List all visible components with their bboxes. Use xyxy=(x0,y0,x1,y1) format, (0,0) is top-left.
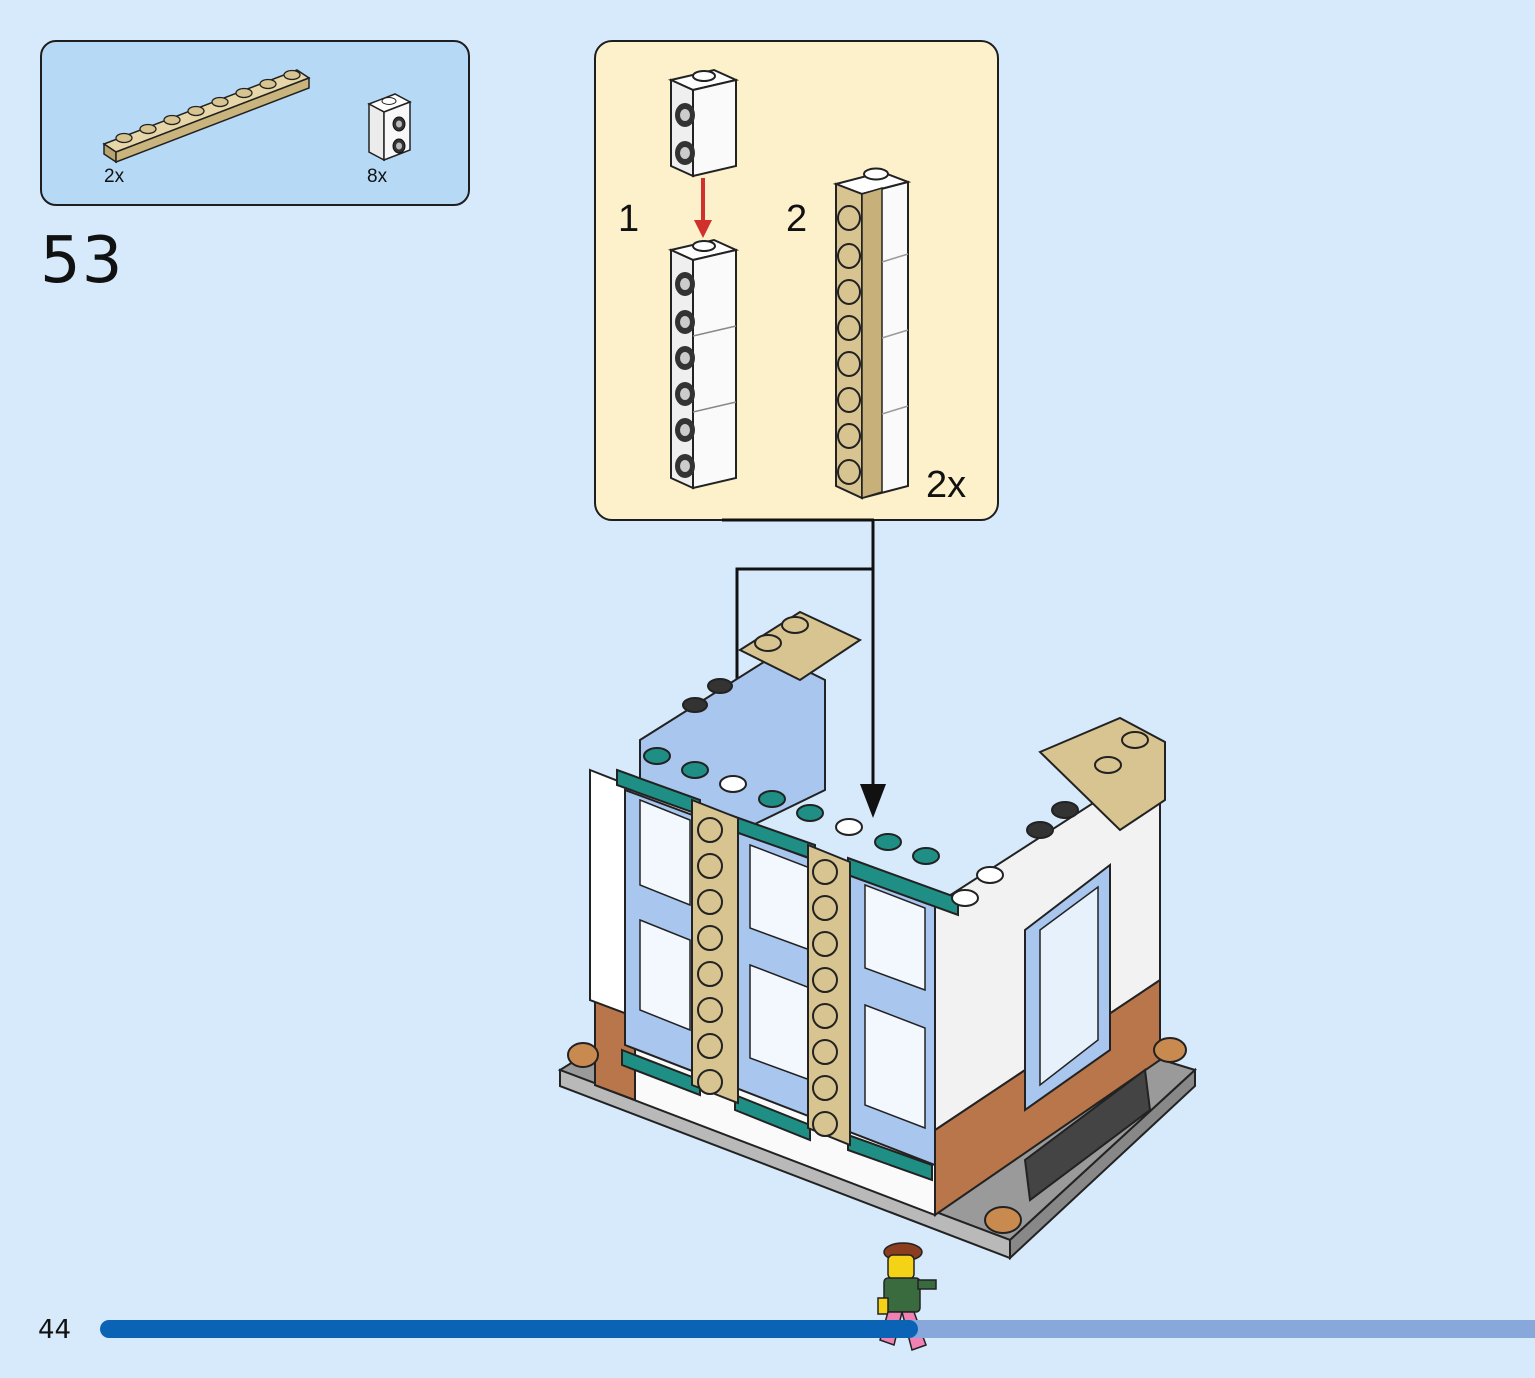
progress-bar xyxy=(100,1320,1535,1338)
substep-2-label: 2 xyxy=(786,198,808,240)
single-white-brick-icon xyxy=(667,68,740,178)
subassembly-multiplier: 2x xyxy=(926,464,967,506)
subassembly-box: 1 2 2x xyxy=(594,40,999,521)
subassembly-svg xyxy=(667,68,912,500)
part-qty-brick: 8x xyxy=(367,166,388,187)
building-model-icon xyxy=(557,610,1197,1261)
step-number: 53 xyxy=(40,224,124,298)
white-brick-column-icon xyxy=(667,238,740,490)
parts-list-box: 2x 8x xyxy=(40,40,470,206)
substep-1-label: 1 xyxy=(618,198,640,240)
down-arrow-icon xyxy=(860,784,886,818)
progress-bar-fill xyxy=(100,1320,918,1338)
tan-plated-column-icon xyxy=(832,167,912,500)
white-1x1-brick-studs-on-side-icon xyxy=(367,93,412,162)
tan-1x8-plate-icon xyxy=(102,69,311,164)
red-down-arrow-icon xyxy=(694,178,712,238)
part-qty-plate: 2x xyxy=(104,166,125,187)
parts-svg xyxy=(102,69,412,164)
callout-connector-lines xyxy=(722,518,875,795)
page-number: 44 xyxy=(38,1315,72,1345)
